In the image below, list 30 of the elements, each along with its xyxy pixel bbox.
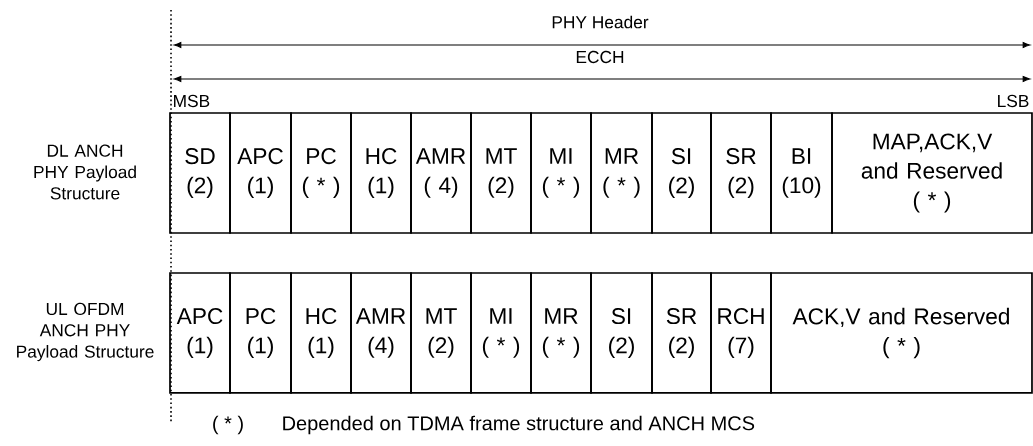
field-cell: SI (2) — [590, 272, 653, 394]
field-cell: SR (2) — [710, 112, 772, 234]
field-cell: MI ( * ) — [530, 112, 592, 234]
footnote-text: Depended on TDMA frame structure and ANCH MCS — [283, 415, 755, 435]
row-label: DL ANCH PHY Payload Structure — [34, 144, 136, 200]
field-cell: APC (1) — [229, 112, 292, 234]
row-label: UL OFDM ANCH PHY Payload Structure — [17, 302, 154, 362]
field-cell: AMR (4) — [350, 272, 412, 394]
field-cell: BI (10) — [770, 112, 833, 234]
field-cell: MR ( * ) — [590, 112, 653, 234]
field-cell: PC (1) — [229, 272, 292, 394]
field-cell: SI (2) — [651, 112, 712, 234]
field-cell: MR ( * ) — [530, 272, 592, 394]
field-cell: SD (2) — [169, 112, 231, 234]
field-cell: MT (2) — [410, 272, 472, 394]
field-cell: MT (2) — [470, 112, 532, 234]
field-cell: AMR ( 4) — [410, 112, 472, 234]
field-cell: ACK,V and Reserved ( * ) — [770, 272, 1033, 394]
field-cell: MI ( * ) — [470, 272, 532, 394]
field-cell: APC (1) — [169, 272, 231, 394]
field-cell: MAP,ACK,V and Reserved ( * ) — [831, 112, 1033, 234]
field-cell: HC (1) — [350, 112, 412, 234]
bit-order-label: MSB — [174, 94, 210, 108]
field-cell: RCH (7) — [710, 272, 772, 394]
field-cell: PC ( * ) — [290, 112, 352, 234]
dimension-label: PHY Header — [552, 15, 649, 29]
field-cell: SR (2) — [651, 272, 712, 394]
field-cell: HC (1) — [290, 272, 352, 394]
dimension-label: ECCH — [576, 50, 624, 64]
footnote-mark: ( * ) — [213, 415, 243, 435]
